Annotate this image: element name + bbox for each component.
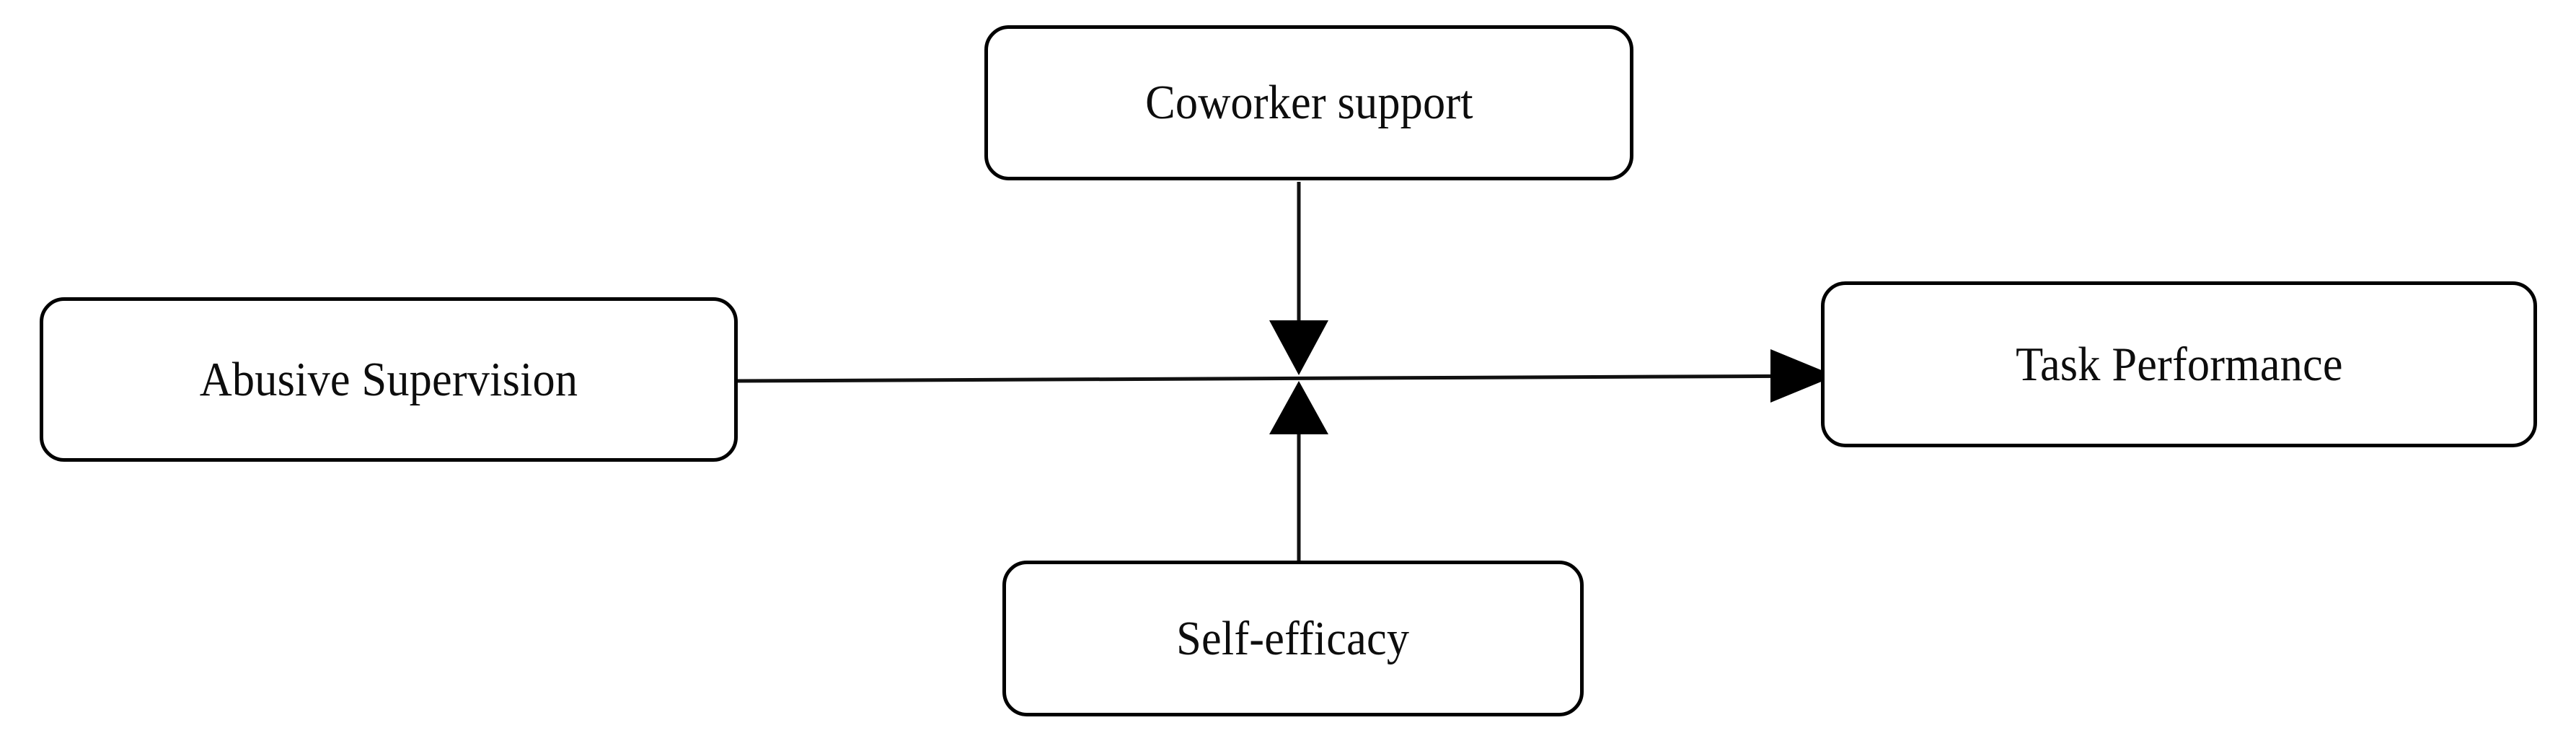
edge-abusive-to-task: [737, 349, 1835, 403]
node-abusive-supervision-label: Abusive Supervision: [199, 352, 578, 406]
edge-coworker-to-path: [1269, 182, 1328, 375]
node-self-efficacy[interactable]: Self-efficacy: [1002, 561, 1584, 716]
node-self-efficacy-label: Self-efficacy: [1176, 611, 1410, 665]
edge-abusive-to-task-arrowhead-right: [1770, 349, 1835, 403]
node-task-performance[interactable]: Task Performance: [1821, 281, 2537, 447]
edge-selfefficacy-to-path-arrowhead-up: [1269, 381, 1328, 434]
edge-abusive-to-task-line: [737, 374, 1832, 383]
node-task-performance-label: Task Performance: [2015, 337, 2343, 391]
node-coworker-support-label: Coworker support: [1144, 76, 1473, 130]
node-abusive-supervision[interactable]: Abusive Supervision: [40, 297, 738, 462]
edge-coworker-to-path-arrowhead-down: [1269, 320, 1328, 375]
edge-selfefficacy-to-path: [1269, 381, 1328, 561]
node-coworker-support[interactable]: Coworker support: [984, 25, 1633, 180]
